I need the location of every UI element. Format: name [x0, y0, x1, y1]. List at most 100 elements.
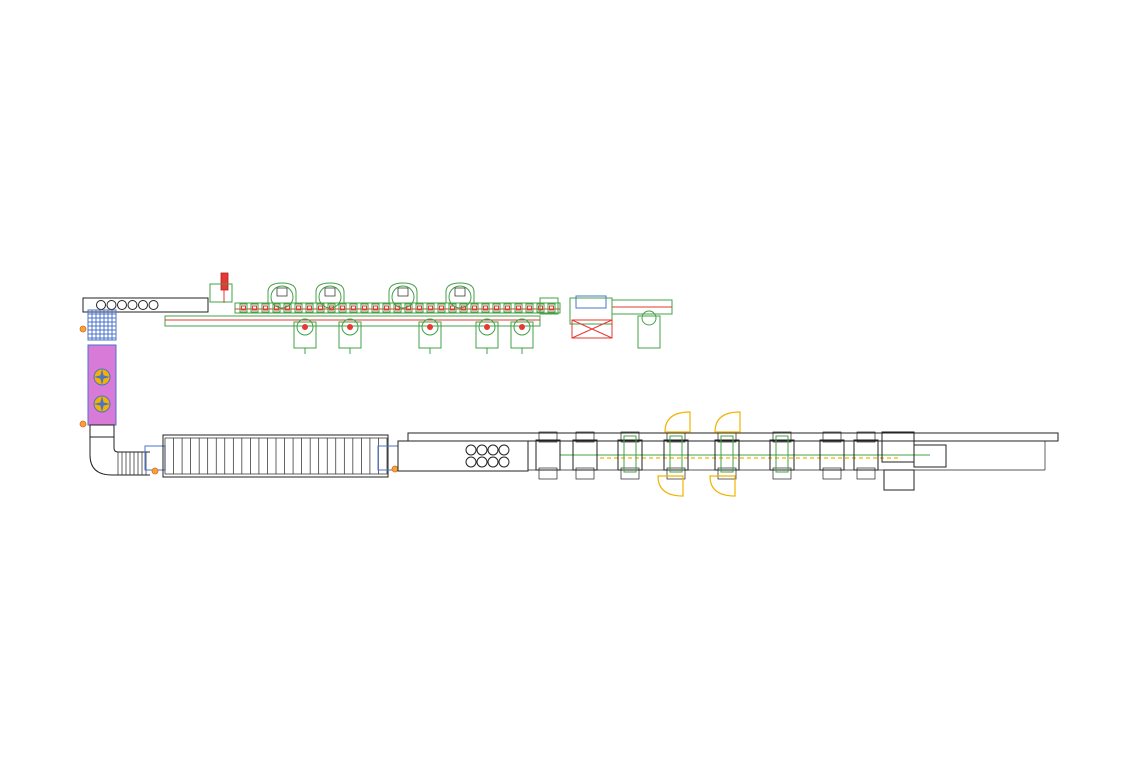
upper-bottom-stations	[293, 318, 534, 354]
upper-top-stations	[267, 282, 475, 309]
slat-core	[296, 305, 301, 311]
bottom-station-dial	[478, 318, 496, 336]
bottom-station-dial	[513, 318, 531, 336]
lower-station-base	[620, 467, 640, 480]
infeed-frame	[209, 283, 233, 303]
bottom-station-dial	[421, 318, 439, 336]
transition-grid-left	[144, 445, 166, 471]
roller	[106, 300, 117, 310]
top-station-dome	[270, 285, 294, 309]
yellow-guard-bottom-1	[657, 475, 684, 497]
slat	[360, 303, 369, 313]
connector-grid-lines	[88, 310, 116, 340]
roller	[465, 456, 477, 468]
slat	[316, 303, 325, 313]
lower-station-base	[822, 467, 842, 480]
top-station-hood	[445, 282, 475, 303]
transfer-box-top	[575, 295, 607, 309]
slat-core	[417, 305, 422, 311]
slat-core	[439, 305, 444, 311]
yellow-guard-bottom-2	[709, 475, 736, 497]
roller	[138, 300, 148, 310]
roller	[148, 300, 159, 310]
slat-core	[307, 305, 312, 311]
lower-station-body	[769, 439, 795, 471]
bottom-station-head	[427, 324, 433, 330]
slat	[250, 303, 259, 313]
slat-core	[241, 305, 246, 311]
outfeed-station	[637, 315, 661, 349]
elbow-rungs	[117, 452, 147, 475]
vertical-connector	[79, 309, 117, 438]
slat-core	[340, 305, 345, 311]
lower-station-top	[772, 431, 792, 443]
slat-core	[384, 305, 389, 311]
upper-rollers	[96, 300, 159, 310]
slat-core	[318, 305, 323, 311]
upper-slat-conveyor	[234, 302, 561, 314]
final-unit-base	[883, 469, 915, 491]
lower-station-body	[663, 439, 689, 471]
slat-core	[362, 305, 367, 311]
red-marker	[220, 272, 229, 291]
slat	[481, 303, 490, 313]
roller	[127, 300, 138, 310]
fan-blade-1	[94, 369, 110, 385]
connector-base	[89, 424, 115, 438]
slat	[239, 303, 248, 313]
top-station-hood	[267, 282, 297, 303]
connector-top-grid	[87, 309, 117, 341]
slat-core	[351, 305, 356, 311]
slat-core	[263, 305, 268, 311]
slat	[261, 303, 270, 313]
lower-station-body	[617, 439, 643, 471]
orange-marker	[151, 467, 159, 475]
lower-station-insert	[669, 435, 683, 473]
slat	[382, 303, 391, 313]
slat-core	[450, 305, 455, 311]
upper-roller-feed	[82, 297, 209, 313]
lower-station-insert	[775, 435, 789, 473]
top-station-core	[276, 287, 288, 297]
slat	[305, 303, 314, 313]
end-block	[913, 444, 947, 468]
top-station-dome	[318, 285, 342, 309]
lower-station-base	[856, 467, 876, 480]
slat	[492, 303, 501, 313]
lower-station-body	[714, 439, 740, 471]
cross-line-b	[571, 319, 613, 339]
orange-marker	[79, 420, 87, 428]
slat	[371, 303, 380, 313]
top-station-hood	[388, 282, 418, 303]
lower-station-base	[538, 467, 558, 480]
slat-core	[494, 305, 499, 311]
lower-station-top	[620, 431, 640, 443]
top-station-core	[397, 287, 409, 297]
slat	[448, 303, 457, 313]
orange-marker	[391, 465, 399, 473]
roller	[498, 456, 510, 468]
roller	[476, 456, 488, 468]
bottom-station-head	[484, 324, 490, 330]
cross-frame	[571, 319, 613, 339]
roller	[498, 444, 510, 456]
lower-station-insert	[623, 435, 637, 473]
slat	[294, 303, 303, 313]
slat	[547, 303, 556, 313]
top-station-hood	[315, 282, 345, 303]
lower-station-top	[575, 431, 595, 443]
yellow-guard-top-2	[714, 411, 741, 433]
roller	[487, 444, 499, 456]
lower-station-top	[538, 431, 558, 443]
slat-core	[516, 305, 521, 311]
roller	[487, 456, 499, 468]
slat	[525, 303, 534, 313]
lower-station-base	[717, 467, 737, 480]
slat-core	[483, 305, 488, 311]
lower-rollers	[465, 444, 510, 468]
lower-station-base	[666, 467, 686, 480]
top-station-core	[454, 287, 466, 297]
top-station-dome	[448, 285, 472, 309]
